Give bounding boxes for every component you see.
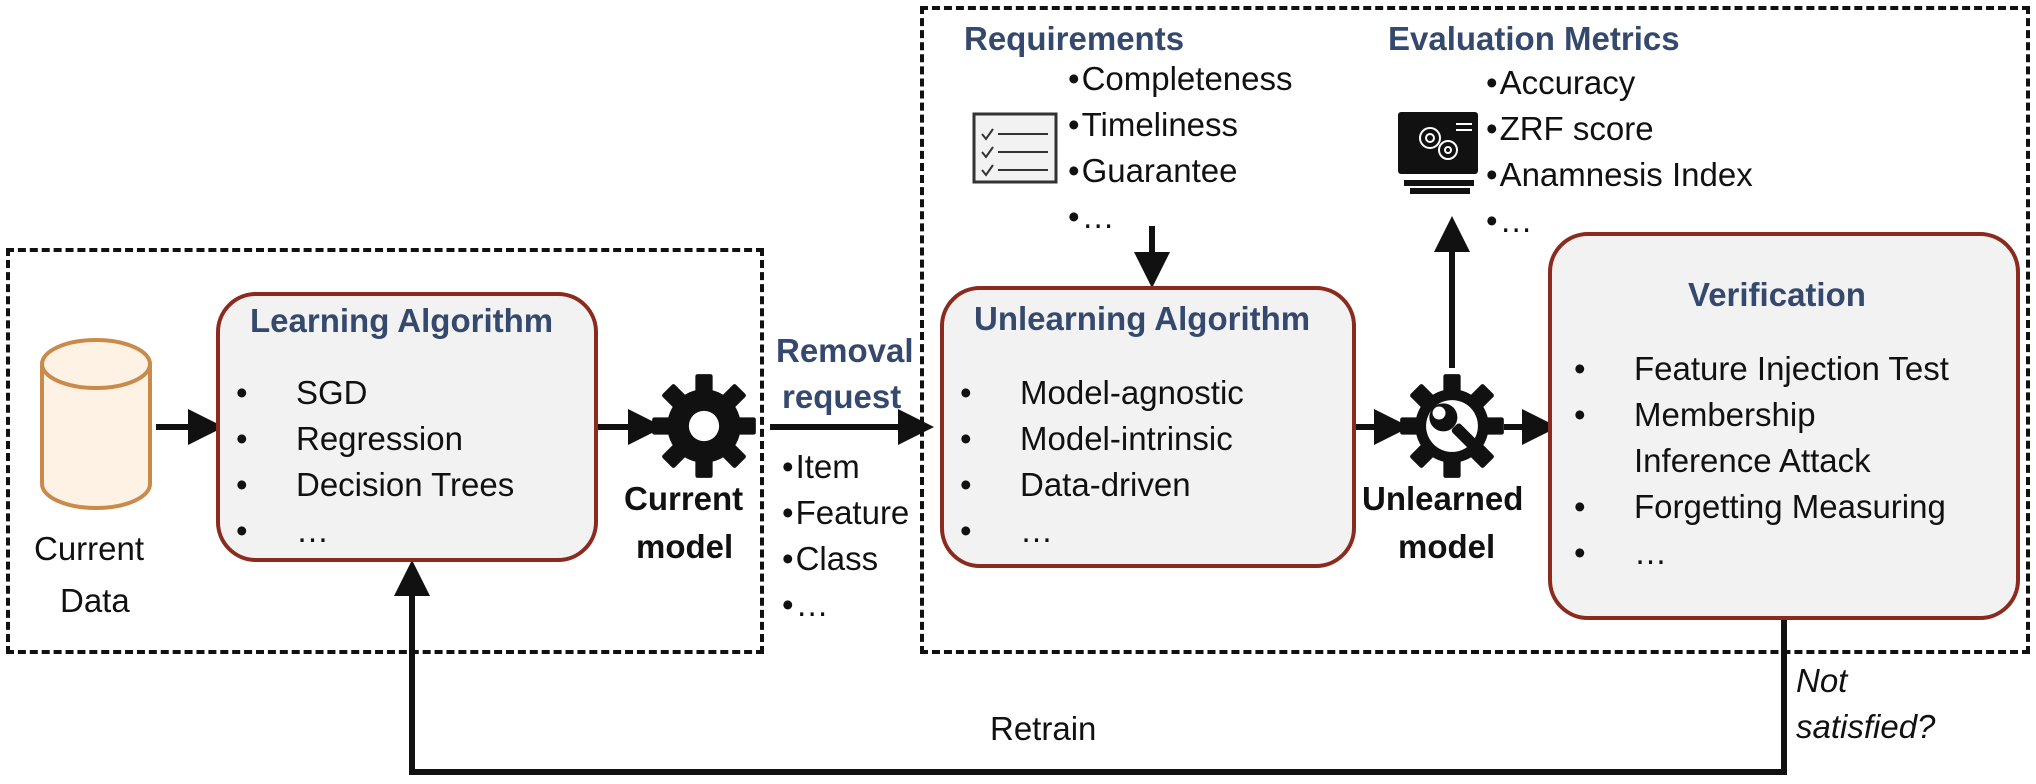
list-item: Completeness [1068, 56, 1293, 102]
unlearning-algorithm-title: Unlearning Algorithm [974, 300, 1311, 337]
requirements-list: Completeness Timeliness Guarantee … [1068, 56, 1293, 240]
list-item: SGD [236, 370, 514, 416]
verification-list: Feature Injection Test Membership Infere… [1574, 346, 1949, 576]
current-model-label-line1: Current [624, 480, 744, 517]
training-group-box [6, 248, 764, 654]
removal-request-label-line1: Removal [776, 332, 914, 369]
list-item: Decision Trees [236, 462, 514, 508]
list-item: Model-intrinsic [960, 416, 1244, 462]
list-item: … [782, 582, 909, 628]
list-item: Accuracy [1486, 60, 1753, 106]
list-item: Regression [236, 416, 514, 462]
verification-title: Verification [1688, 276, 1866, 313]
list-item: … [236, 508, 514, 554]
learning-algorithm-list: SGD Regression Decision Trees … [236, 370, 514, 554]
list-item: Timeliness [1068, 102, 1293, 148]
list-item: Data-driven [960, 462, 1244, 508]
list-item: Guarantee [1068, 148, 1293, 194]
list-item: Membership [1574, 392, 1949, 438]
learning-algorithm-title: Learning Algorithm [250, 302, 554, 339]
list-item: … [1486, 198, 1753, 244]
requirements-title: Requirements [964, 20, 1185, 57]
unlearned-model-label-line1: Unlearned [1362, 480, 1524, 517]
list-item: Item [782, 444, 909, 490]
list-item: Anamnesis Index [1486, 152, 1753, 198]
evaluation-metrics-list: Accuracy ZRF score Anamnesis Index … [1486, 60, 1753, 244]
server-gear-icon [1398, 112, 1478, 194]
current-data-label-line2: Data [60, 582, 130, 619]
list-item: … [1574, 530, 1949, 576]
database-cylinder-icon [40, 338, 152, 510]
list-item: Feature [782, 490, 910, 536]
list-item: … [1068, 194, 1293, 240]
not-satisfied-label-line2: satisfied? [1796, 708, 1936, 745]
list-item: ZRF score [1486, 106, 1753, 152]
list-item: Class [782, 536, 909, 582]
removal-request-list: Item Feature Class … [782, 444, 910, 628]
unlearning-algorithm-list: Model-agnostic Model-intrinsic Data-driv… [960, 370, 1244, 554]
removal-request-label-line2: request [782, 378, 902, 415]
gear-icon [652, 374, 756, 478]
current-model-label-line2: model [636, 528, 734, 565]
list-item: Forgetting Measuring [1574, 484, 1949, 530]
list-item: … [960, 508, 1244, 554]
evaluation-metrics-title: Evaluation Metrics [1388, 20, 1680, 57]
checklist-icon [972, 112, 1058, 184]
list-item: Model-agnostic [960, 370, 1244, 416]
retrain-label: Retrain [990, 710, 1097, 747]
wrench-gear-icon [1400, 374, 1504, 478]
list-item-continuation: Inference Attack [1634, 442, 1871, 479]
current-data-label-line1: Current [34, 530, 145, 567]
retrain-feedback-line [394, 560, 1787, 775]
not-satisfied-label-line1: Not [1796, 662, 1848, 699]
list-item: Feature Injection Test [1574, 346, 1949, 392]
unlearning-group-box [920, 6, 2030, 654]
unlearned-model-label-line2: model [1398, 528, 1496, 565]
